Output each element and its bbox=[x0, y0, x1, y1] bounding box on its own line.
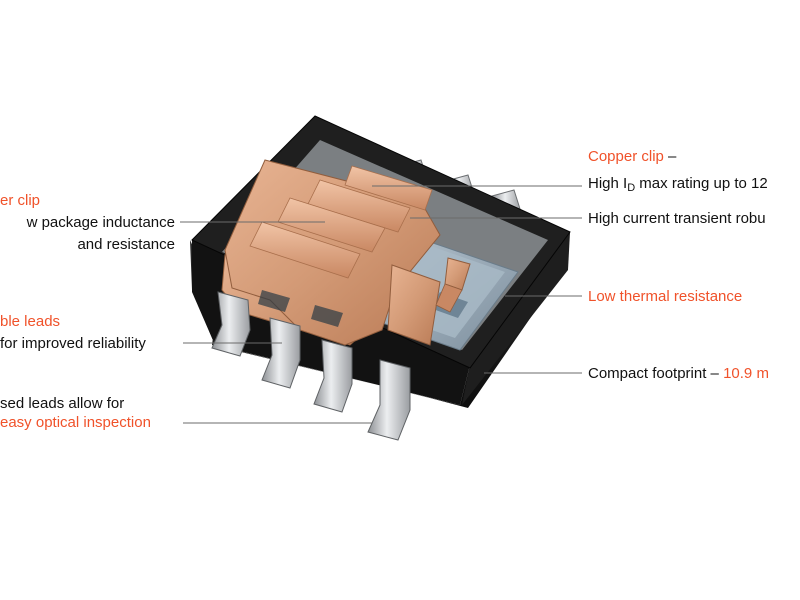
pointer-lines bbox=[180, 185, 582, 424]
right-copper-clip-title: Copper clip bbox=[588, 148, 664, 165]
right-copper-clip-dash: – bbox=[663, 148, 677, 165]
left-leads-title: ble leads bbox=[0, 313, 61, 330]
right-id-rating: High ID max rating up to 12 bbox=[588, 175, 768, 197]
right-thermal: Low thermal resistance bbox=[588, 288, 743, 305]
left-copper-clip-title: er clip bbox=[0, 192, 41, 209]
right-footprint-prefix: Compact footprint – bbox=[588, 365, 724, 382]
right-id-sub: D bbox=[627, 182, 636, 194]
left-exposed-line2: easy optical inspection bbox=[0, 414, 151, 431]
right-copper-clip-heading: Copper clip – bbox=[588, 148, 676, 166]
right-footprint-value: 10.9 m bbox=[723, 365, 769, 382]
right-id-suffix: max rating up to 12 bbox=[635, 175, 768, 192]
right-footprint: Compact footprint – 10.9 m bbox=[588, 365, 769, 383]
left-inductance-line2: and resistance bbox=[77, 236, 175, 253]
right-transient: High current transient robu bbox=[588, 210, 766, 227]
right-id-prefix: High I bbox=[588, 175, 628, 192]
left-leads-text: for improved reliability bbox=[0, 335, 146, 352]
left-exposed-line1: sed leads allow for bbox=[0, 395, 125, 412]
left-inductance-line1: w package inductance bbox=[26, 214, 175, 231]
front-leads bbox=[211, 291, 411, 441]
